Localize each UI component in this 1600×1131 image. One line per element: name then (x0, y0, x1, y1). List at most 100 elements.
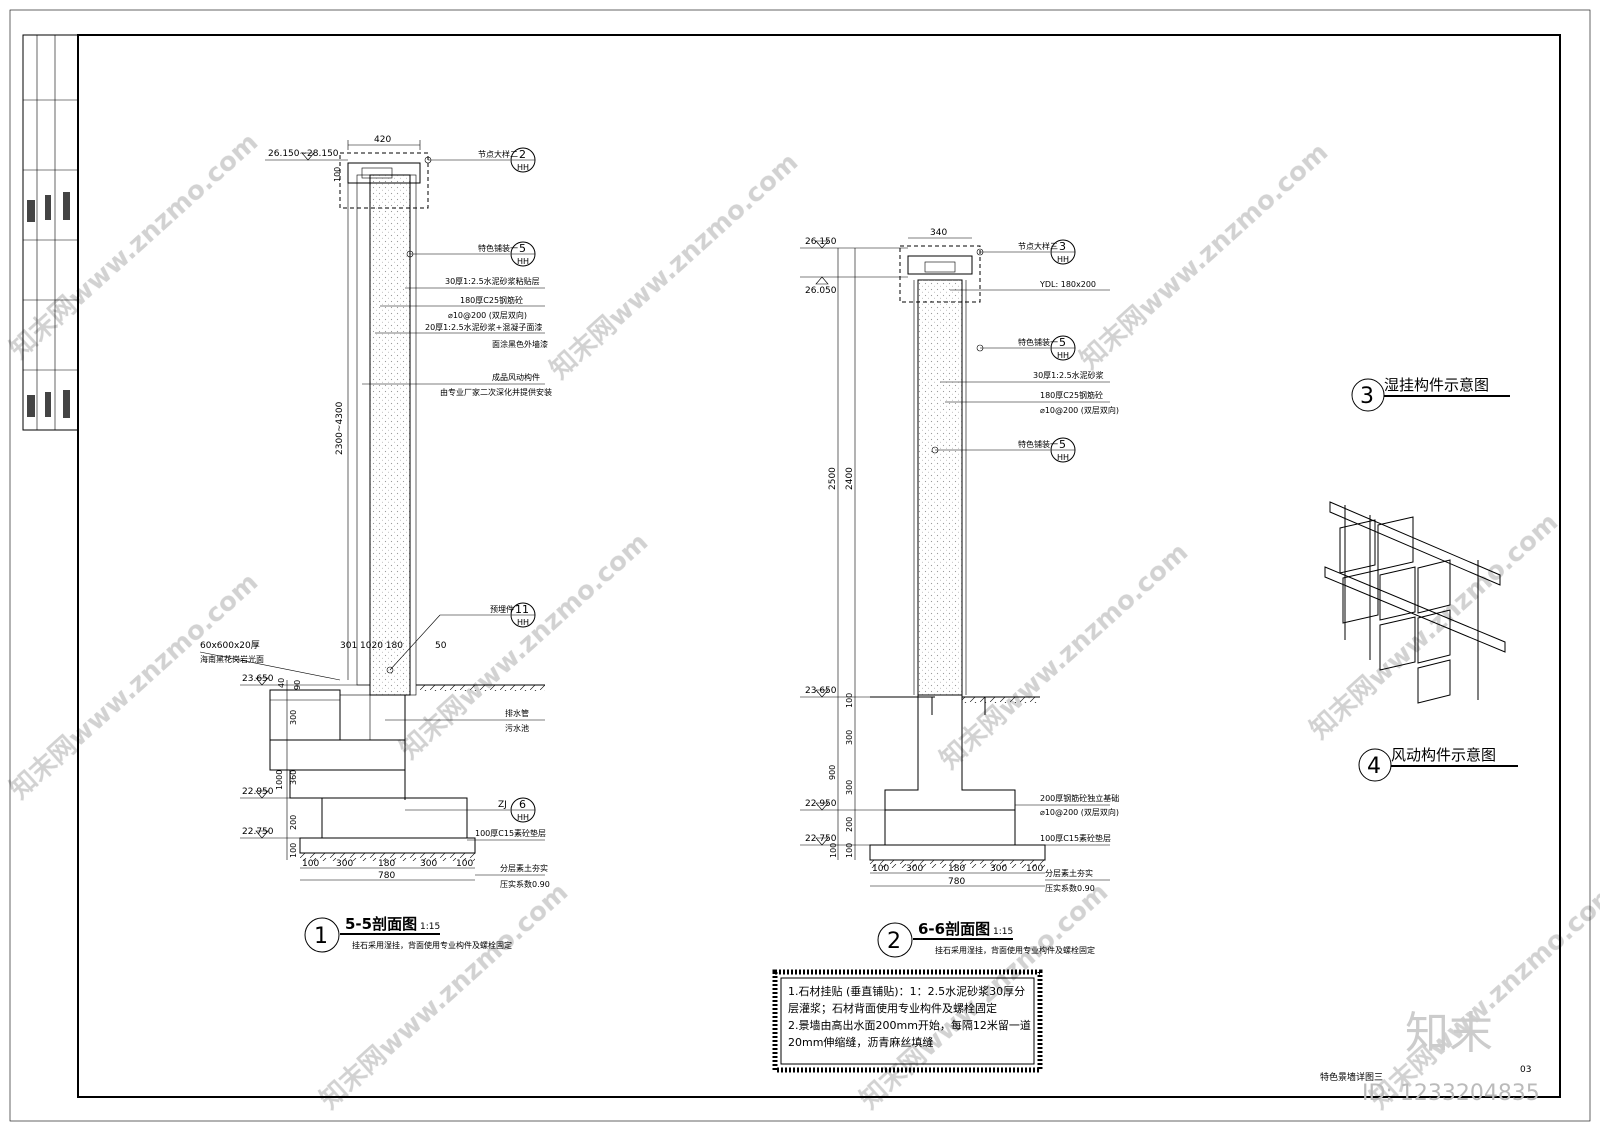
dim-100-b: 100 (829, 843, 838, 858)
note-drain: 排水管 (505, 708, 529, 718)
tag-5-sub: HH (517, 257, 529, 266)
note-wind: 成品风动构件 (492, 372, 540, 382)
tag-5b-sub: HH (1057, 453, 1069, 462)
inner-frame (77, 34, 1561, 1098)
dim-360: 360 (289, 770, 298, 785)
section-scale: 1:15 (993, 927, 1013, 937)
section-title: 5-5剖面图 (345, 915, 417, 933)
tag-11-sub: HH (517, 618, 529, 627)
elev-foot1: 22.950 (805, 799, 837, 809)
section-5-5: 420 26.150~28.150 100 2300~4300 23.650 2… (199, 135, 552, 953)
id-text: ID: 1233204835 (1362, 1081, 1540, 1106)
note-anchor: 预埋件 (490, 604, 514, 614)
elev-water: 23.650 (242, 674, 274, 684)
elev-foot2: 22.750 (805, 834, 837, 844)
elev-foot1: 22.950 (242, 787, 274, 797)
note-c15: 100厚C15素砼垫层 (475, 828, 546, 838)
dim-50: 50 (435, 641, 447, 651)
note-line-1: 1.石材挂贴 (垂直铺贴)：1：2.5水泥砂浆30厚分 (788, 984, 1025, 998)
dim-300: 300 (289, 710, 298, 725)
side-title-block (22, 34, 79, 431)
top-width: 340 (930, 228, 947, 238)
bottom-dim-3: 180 (948, 864, 965, 874)
cap-height: 100 (333, 167, 342, 182)
tag-5a-sub: HH (1057, 351, 1069, 360)
watermark: 知末网www.znzmo.com (1365, 877, 1600, 1115)
note-mortar20: 20厚1:2.5水泥砂浆+混凝子面漆 (425, 322, 542, 332)
note-paving: 特色铺装一 (478, 243, 518, 253)
dim-200: 200 (845, 817, 854, 832)
watermark: 知末网www.znzmo.com (5, 127, 265, 365)
plate-note: 60x600x20厚 (200, 640, 260, 651)
note-base: 200厚钢筋砼独立基础 (1040, 793, 1119, 803)
watermark: 知末网www.znzmo.com (545, 147, 805, 385)
sheet-number: 03 (1520, 1065, 1531, 1075)
watermark: 知末网www.znzmo.com (5, 567, 265, 805)
top-width: 420 (374, 135, 391, 145)
legend-3: 3 湿挂构件示意图 (1351, 376, 1510, 412)
note-paving-1: 特色铺装一 (1018, 337, 1058, 347)
tag-3-sub: HH (1057, 255, 1069, 264)
legend-4: 4 风动构件示意图 (1358, 746, 1518, 782)
elev-ground: 23.650 (805, 686, 837, 696)
elev-2: 26.050 (805, 286, 837, 296)
note-concrete: 180厚C25钢筋砼 (460, 295, 523, 305)
dim-1000: 1000 (275, 770, 284, 790)
tag-2-sub: HH (517, 163, 529, 172)
title-number-circle (304, 917, 340, 953)
note-concrete: 180厚C25钢筋砼 (1040, 390, 1103, 400)
dim-90: 90 (293, 680, 302, 690)
legend-4-num: 4 (1367, 754, 1381, 779)
dim-2400: 2400 (845, 467, 855, 490)
outer-frame (9, 9, 1591, 1122)
sheet-title: 特色景墙详图三 (1320, 1071, 1383, 1083)
note-rebar: ⌀10@200 (双层双向) (448, 310, 527, 320)
bottom-dim-3: 180 (378, 859, 395, 869)
bottom-dim-1: 100 (872, 864, 889, 874)
note-paving-2: 特色铺装一 (1018, 439, 1058, 449)
bottom-dim-1: 100 (302, 859, 319, 869)
note-soil: 分层素土夯实 (500, 863, 548, 873)
title-number: 2 (887, 929, 901, 954)
notes-box: 1.石材挂贴 (垂直铺贴)：1：2.5水泥砂浆30厚分 层灌浆；石材背面使用专业… (772, 969, 1043, 1073)
dim-100: 100 (289, 843, 298, 858)
tag-6-sub: HH (517, 813, 529, 822)
elev-foot2: 22.750 (242, 827, 274, 837)
note-rebar: ⌀10@200 (双层双向) (1040, 405, 1119, 415)
zj-label: ZJ (498, 800, 507, 810)
tag-3-num: 3 (1059, 240, 1066, 253)
total-width: 780 (948, 877, 965, 887)
note-c15: 100厚C15素砼垫层 (1040, 833, 1111, 843)
tag-5-num: 5 (519, 242, 526, 255)
bottom-dim-2: 300 (906, 864, 923, 874)
note-wind-2: 由专业厂家二次深化并提供安装 (440, 387, 552, 397)
watermark: 知末网www.znzmo.com (1075, 137, 1335, 375)
dim-40: 40 (277, 678, 286, 688)
logo-text: 知末 (1405, 1008, 1493, 1059)
watermark: 知末网www.znzmo.com (1305, 507, 1565, 745)
tag-11-num: 11 (515, 603, 529, 616)
ydl-label: YDL: 180x200 (1039, 280, 1096, 289)
watermark: 知末网www.znzmo.com (315, 877, 575, 1115)
plate-note-2: 海南黑花岗岩光面 (200, 654, 264, 664)
total-width: 780 (378, 871, 395, 881)
note-drain-2: 污水池 (505, 723, 529, 733)
section-subtitle: 挂石采用湿挂，背面使用专业构件及螺栓固定 (352, 940, 512, 950)
legend-3-num: 3 (1360, 384, 1374, 409)
note-compact: 压实系数0.90 (1045, 883, 1095, 893)
bottom-dim-5: 100 (1026, 864, 1043, 874)
tag-2-num: 2 (519, 148, 526, 161)
tag-5b-num: 5 (1059, 438, 1066, 451)
tag-6-num: 6 (519, 798, 526, 811)
dim-300-b: 300 (845, 780, 854, 795)
dim-100-a: 100 (845, 693, 854, 708)
bottom-dim-4: 300 (990, 864, 1007, 874)
dim-100-c: 100 (845, 843, 854, 858)
elev-top: 26.150~28.150 (268, 149, 339, 159)
section-title: 6-6剖面图 (918, 920, 990, 938)
wind-component-illustration (1324, 501, 1506, 704)
note-paint: 面涂黑色外墙漆 (492, 339, 548, 349)
dim-200: 200 (289, 815, 298, 830)
tag-5a-num: 5 (1059, 336, 1066, 349)
